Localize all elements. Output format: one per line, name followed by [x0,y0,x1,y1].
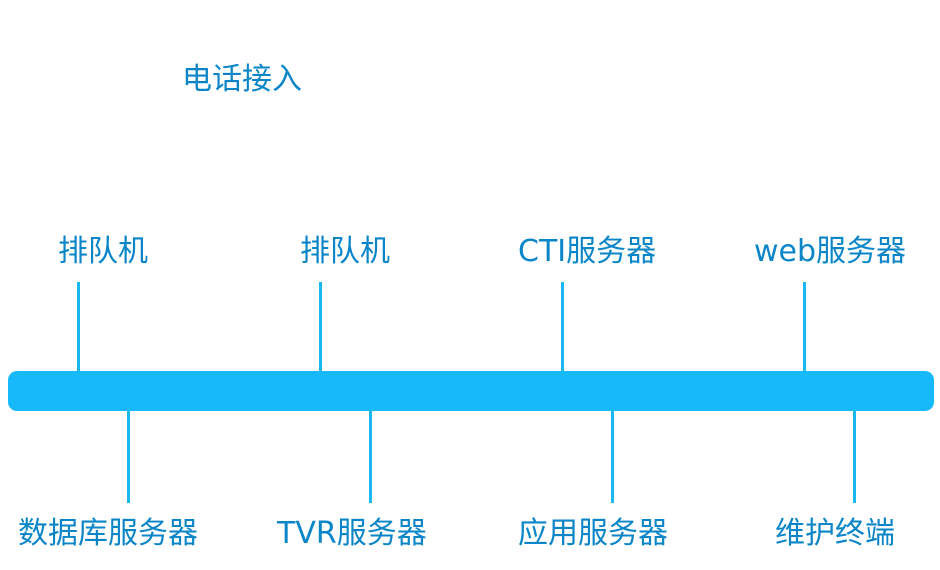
bottom-node-label: TVR服务器 [277,516,427,551]
top-connector-line [803,282,806,372]
network-bus [8,371,934,411]
bottom-connector-line [853,410,856,503]
top-node-label: 排队机 [300,234,390,269]
bottom-connector-line [369,410,372,503]
top-node-label: 排队机 [58,234,148,269]
top-connector-line [77,282,80,372]
bottom-node-label: 数据库服务器 [18,516,198,551]
top-connector-line [319,282,322,372]
top-node-label: web服务器 [754,234,907,269]
top-node-label: CTI服务器 [518,234,657,269]
bottom-node-label: 维护终端 [775,516,895,551]
top-connector-line [561,282,564,372]
diagram-title: 电话接入 [182,62,302,97]
bottom-node-label: 应用服务器 [518,516,668,551]
bottom-connector-line [611,410,614,503]
bottom-connector-line [127,410,130,503]
